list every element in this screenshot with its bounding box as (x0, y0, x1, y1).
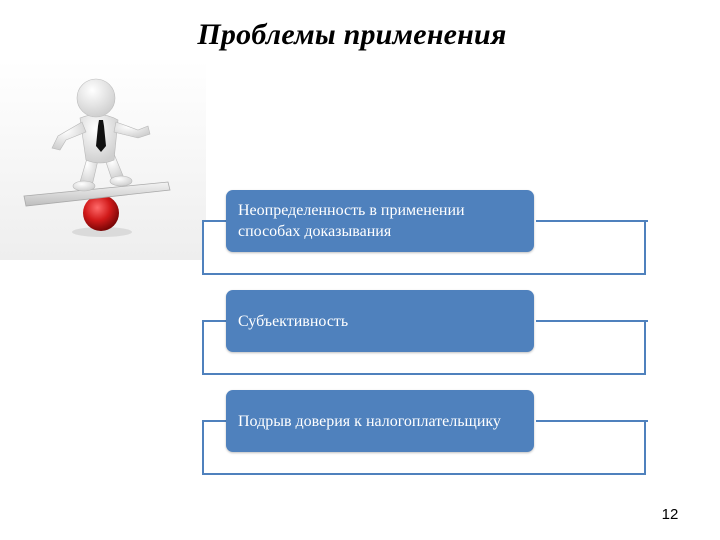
list-item: Субъективность (226, 290, 534, 352)
slide-title: Проблемы применения (197, 18, 507, 51)
list-item-label: Субъективность (238, 312, 349, 330)
list-item: Неопределенность в применении способах д… (226, 190, 534, 252)
balancing-figure-illustration (0, 60, 206, 260)
list-item: Подрыв доверия к налогоплательщику (226, 390, 534, 452)
list-item-label: Неопределенность в применении способах д… (238, 202, 465, 240)
balance-board-icon (23, 181, 171, 207)
page-number: 12 (661, 506, 679, 523)
red-ball-icon (83, 195, 119, 231)
list-item-label: Подрыв доверия к налогоплательщику (238, 412, 501, 430)
